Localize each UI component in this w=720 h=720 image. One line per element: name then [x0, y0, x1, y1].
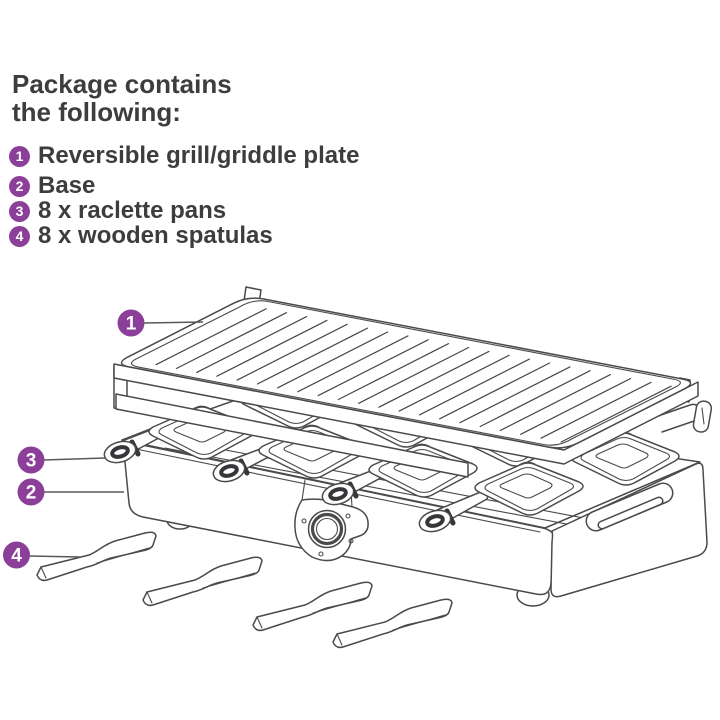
- base-side-handle: [585, 482, 674, 532]
- callout-2-badge: [17, 478, 45, 506]
- plate-inner-border: [130, 300, 681, 446]
- legend-number-badge-4: 4: [9, 225, 30, 247]
- plate-apron: [115, 393, 469, 478]
- callout-3-number: 3: [26, 451, 37, 472]
- legend-item-grill-plate: 1 Reversible grill/griddle plate: [9, 142, 360, 169]
- callout-4-number: 4: [11, 546, 22, 567]
- legend-label-2: Base: [38, 172, 96, 199]
- legend-label-1: Reversible grill/griddle plate: [38, 142, 360, 169]
- callout-4-badge: [3, 541, 30, 569]
- callouts: 1 3 2 4: [3, 309, 204, 569]
- title-line-2: the following:: [12, 97, 181, 127]
- callout-3-badge: [17, 446, 45, 474]
- legend-label-3: 8 x raclette pans: [38, 197, 227, 224]
- callout-2: 2: [17, 478, 124, 506]
- callout-4-leader: [28, 555, 81, 558]
- callout-1-badge: [117, 309, 145, 337]
- callout-1: 1: [117, 309, 204, 337]
- grill-ridges: [155, 308, 672, 443]
- legend-item-base: 2 Base: [9, 172, 96, 199]
- raclette-pan-with-handle: [212, 424, 368, 483]
- raclette-pan-with-handle: [321, 443, 478, 506]
- legend-item-spatulas: 4 8 x wooden spatulas: [9, 222, 273, 249]
- callout-1-number: 1: [126, 314, 137, 335]
- callout-3-leader: [43, 457, 106, 461]
- raclette-pans-front-row: [103, 405, 584, 533]
- legend-label-4: 8 x wooden spatulas: [38, 222, 273, 249]
- legend-item-raclette-pans: 3 8 x raclette pans: [9, 197, 227, 224]
- wooden-spatula-drawing: [332, 598, 453, 649]
- plate-rim: [113, 363, 699, 465]
- title-line-1: Package contains: [12, 69, 232, 99]
- callout-2-number: 2: [26, 483, 37, 504]
- wooden-spatula-drawing: [142, 556, 263, 607]
- pan-handle-right: [657, 400, 713, 433]
- callout-1-leader: [143, 321, 204, 324]
- callout-4: 4: [3, 541, 81, 569]
- legend-number-badge-3: 3: [9, 200, 30, 222]
- plate-top-face: [120, 297, 692, 449]
- legend-number-badge-2: 2: [9, 175, 30, 197]
- wooden-spatula-drawing: [252, 581, 373, 632]
- page-title: Package contains the following:: [12, 70, 232, 126]
- grill-plate-drawing: [113, 286, 699, 478]
- raclette-pan-with-handle: [103, 405, 258, 464]
- raclette-pan-with-handle: [418, 461, 584, 533]
- raclette-pans-back-row: [240, 374, 713, 486]
- callout-3: 3: [17, 446, 106, 474]
- legend-number-badge-1: 1: [9, 145, 30, 167]
